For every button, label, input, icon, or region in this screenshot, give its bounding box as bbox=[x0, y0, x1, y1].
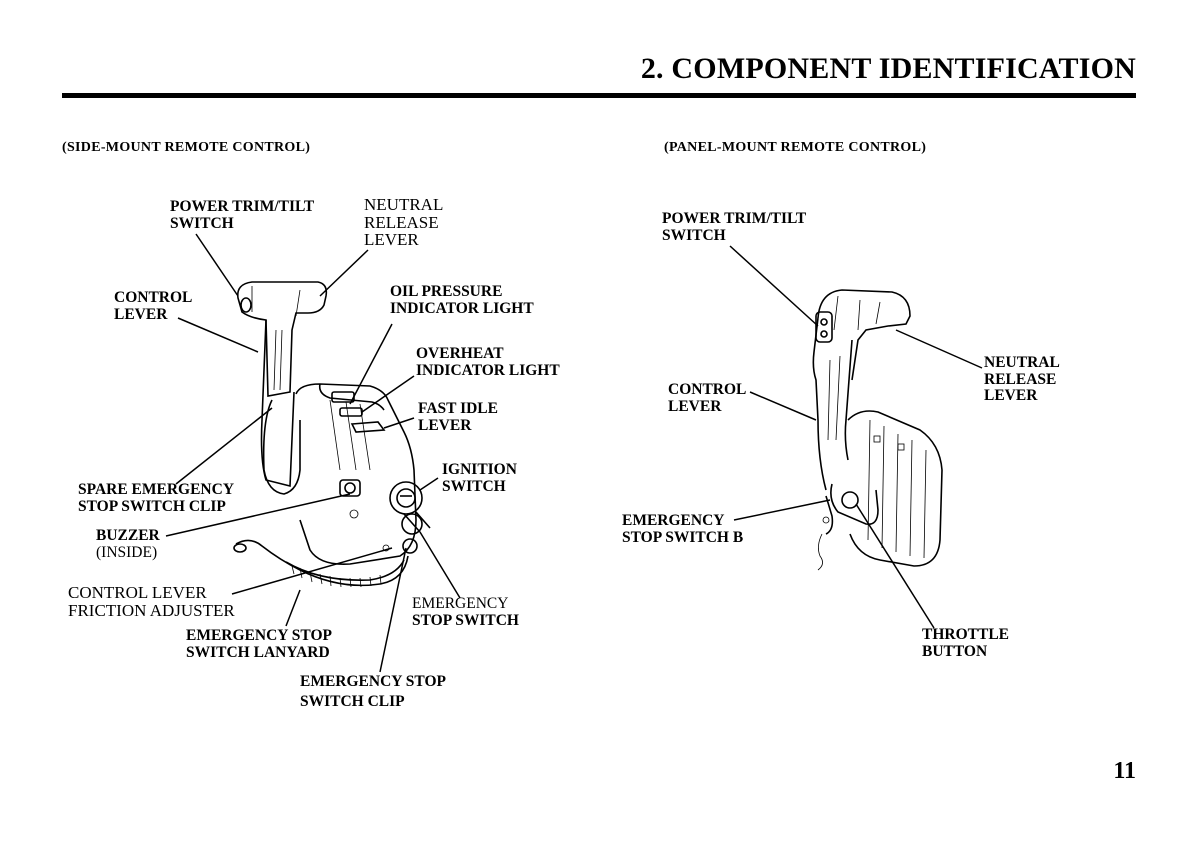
label-panel-throttle-button: THROTTLE BUTTON bbox=[922, 626, 1009, 660]
side-mount-caption: (SIDE-MOUNT REMOTE CONTROL) bbox=[62, 140, 311, 155]
title-rule bbox=[62, 93, 1136, 98]
label-buzzer: BUZZER (INSIDE) bbox=[96, 527, 160, 561]
label-emergency-stop-lanyard: EMERGENCY STOP SWITCH LANYARD bbox=[186, 627, 332, 661]
label-panel-control-lever: CONTROL LEVER bbox=[668, 381, 747, 415]
label-oil-pressure-indicator: OIL PRESSURE INDICATOR LIGHT bbox=[390, 283, 534, 317]
label-spare-stop-switch-clip: SPARE EMERGENCY STOP SWITCH CLIP bbox=[78, 481, 235, 515]
label-neutral-release-lever: NEUTRAL RELEASE LEVER bbox=[364, 195, 444, 249]
label-panel-neutral-release-lever: NEUTRAL RELEASE LEVER bbox=[984, 354, 1060, 404]
page-title: 2. COMPONENT IDENTIFICATION bbox=[640, 52, 1136, 85]
label-overheat-indicator: OVERHEAT INDICATOR LIGHT bbox=[416, 345, 560, 379]
panel-mount-control-drawing bbox=[812, 289, 943, 571]
page-number: 11 bbox=[1113, 758, 1136, 784]
side-mount-control-drawing bbox=[233, 281, 431, 588]
label-emergency-stop-switch: EMERGENCY STOP SWITCH bbox=[412, 595, 519, 629]
panel-mount-caption: (PANEL-MOUNT REMOTE CONTROL) bbox=[664, 140, 927, 155]
label-fast-idle-lever: FAST IDLE LEVER bbox=[418, 400, 498, 434]
label-panel-power-trim-tilt-switch: POWER TRIM/TILT SWITCH bbox=[662, 210, 807, 244]
label-ignition-switch: IGNITION SWITCH bbox=[442, 461, 517, 495]
label-emergency-stop-clip: EMERGENCY STOP SWITCH CLIP bbox=[300, 673, 446, 710]
label-power-trim-tilt-switch: POWER TRIM/TILT SWITCH bbox=[170, 198, 315, 232]
label-friction-adjuster: CONTROL LEVER FRICTION ADJUSTER bbox=[68, 583, 235, 620]
side-mount-leaders bbox=[165, 233, 461, 673]
label-panel-emergency-stop-switch-b: EMERGENCY STOP SWITCH B bbox=[622, 512, 744, 546]
label-control-lever: CONTROL LEVER bbox=[114, 289, 193, 323]
panel-mount-leaders bbox=[729, 245, 983, 629]
